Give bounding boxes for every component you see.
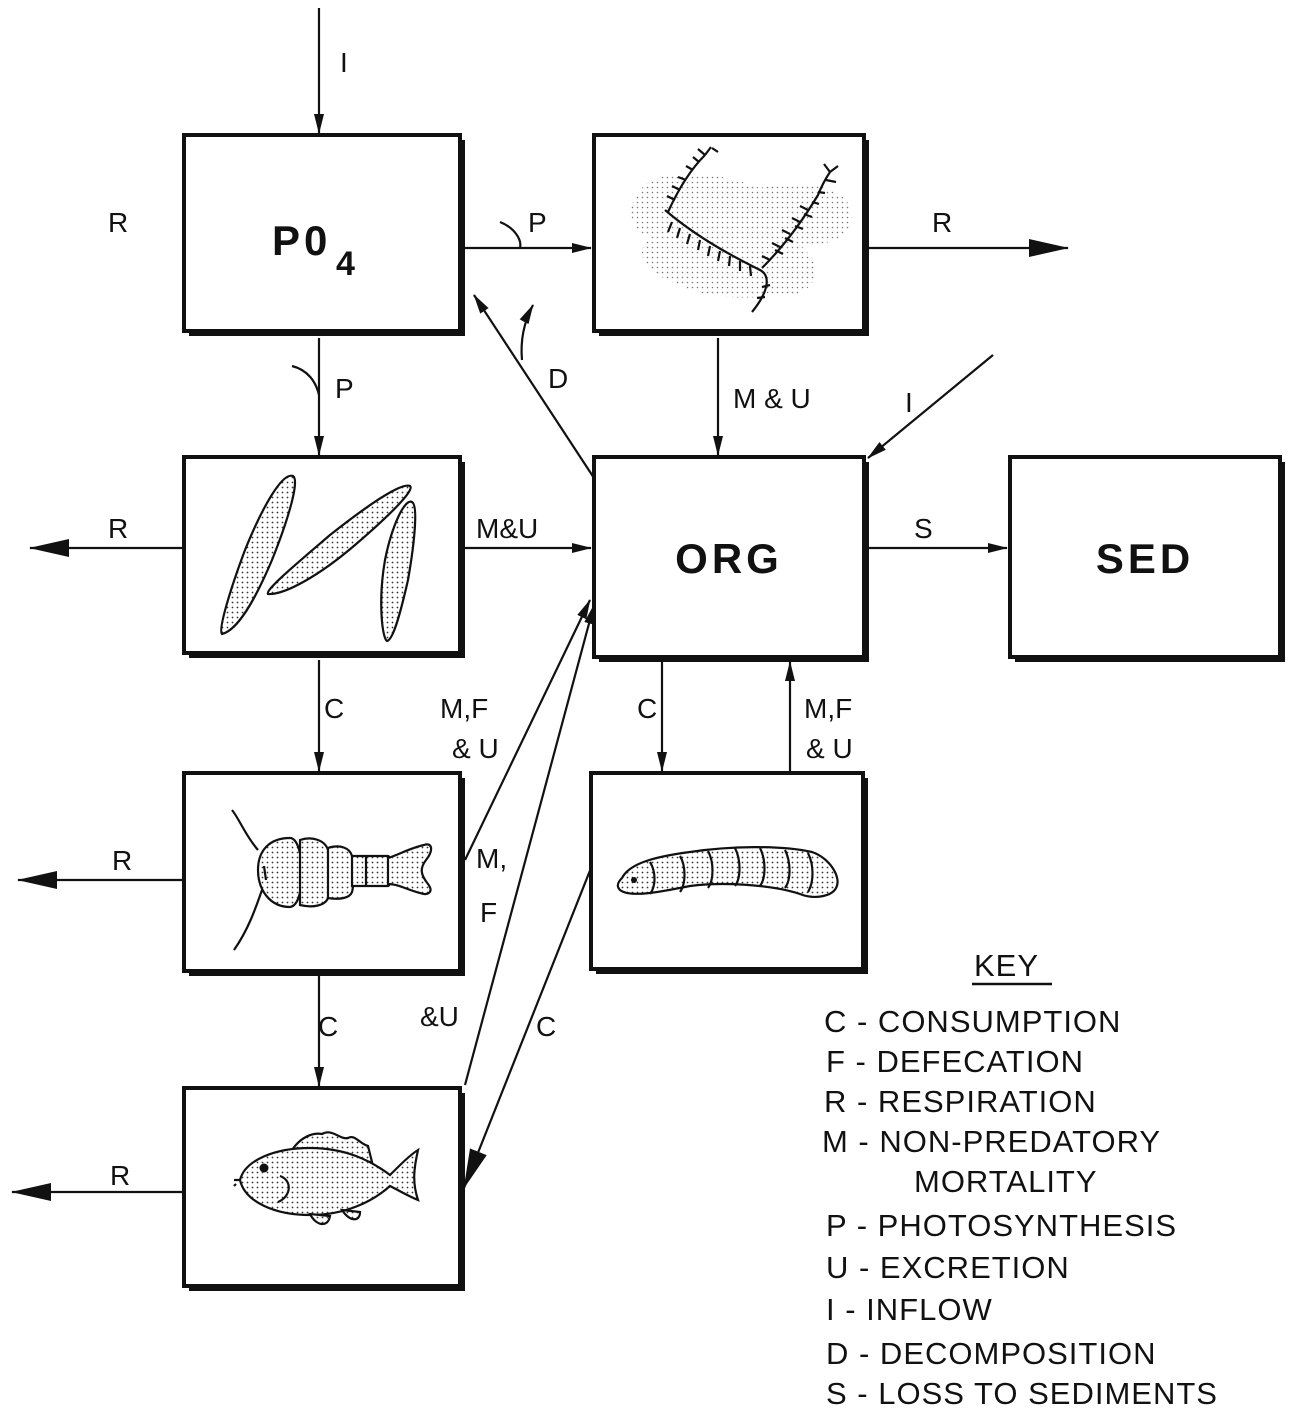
fish-respiration-label: R [110,1160,130,1191]
sed-label: SED [1096,535,1194,582]
consumption-zoo-label: C [324,693,344,724]
key-entry: MORTALITY [914,1164,1098,1199]
consumption-fish-label: C [318,1011,338,1042]
macrophyte-respiration-label: R [932,207,952,238]
phyto-respiration-label: R [108,513,128,544]
zoo-mortality-label-2: & U [452,733,499,764]
key-entry: P - PHOTOSYNTHESIS [826,1208,1177,1243]
zoo-mortality-label-1: M,F [440,693,488,724]
key-entry: U - EXCRETION [826,1250,1070,1285]
key-entry: D - DECOMPOSITION [826,1336,1156,1371]
key-legend: KEY C - CONSUMPTION F - DEFECATION R - R… [822,948,1218,1411]
benthos-mortality-label-1: M,F [804,693,852,724]
sediment-loss-label: S [914,513,933,544]
decomposition-arrow [474,295,594,478]
po4-label: P0 [272,217,331,264]
key-entry: F - DEFECATION [826,1044,1084,1079]
phyto-mortality-label: M&U [476,513,538,544]
key-entry: C - CONSUMPTION [824,1004,1121,1039]
key-entry: S - LOSS TO SEDIMENTS [826,1376,1218,1411]
key-entry: R - RESPIRATION [824,1084,1097,1119]
fish-mortality-label-3: &U [420,1001,459,1032]
decomposition-label: D [548,363,568,394]
fish-consumes-benthos-label: C [536,1011,556,1042]
key-entry: M - NON-PREDATORY [822,1124,1161,1159]
org-label: ORG [675,535,783,582]
photosynthesis-phyto-curl [292,366,319,395]
photosynthesis-macrophyte-label: P [528,207,547,238]
key-entry: I - INFLOW [826,1292,993,1327]
benthos-mortality-label-2: & U [806,733,853,764]
decomposition-curl [522,305,533,360]
consumption-benthos-label: C [637,693,657,724]
zoo-mortality-arrow [465,600,590,860]
fish-mortality-label-1: M, [476,843,507,874]
inflow-po4-label: I [340,47,348,78]
inflow-org-label: I [905,387,913,418]
key-title: KEY [974,948,1039,983]
photosynthesis-phyto-label: P [335,373,354,404]
zoo-respiration-label: R [112,845,132,876]
inflow-org-arrow [868,355,993,458]
respiration-po4-label: R [108,207,128,238]
macrophyte-mortality-label: M & U [733,383,811,414]
photosynthesis-macrophyte-curl [500,222,520,248]
po4-subscript: 4 [336,245,359,283]
fish-mortality-label-2: F [480,897,497,928]
